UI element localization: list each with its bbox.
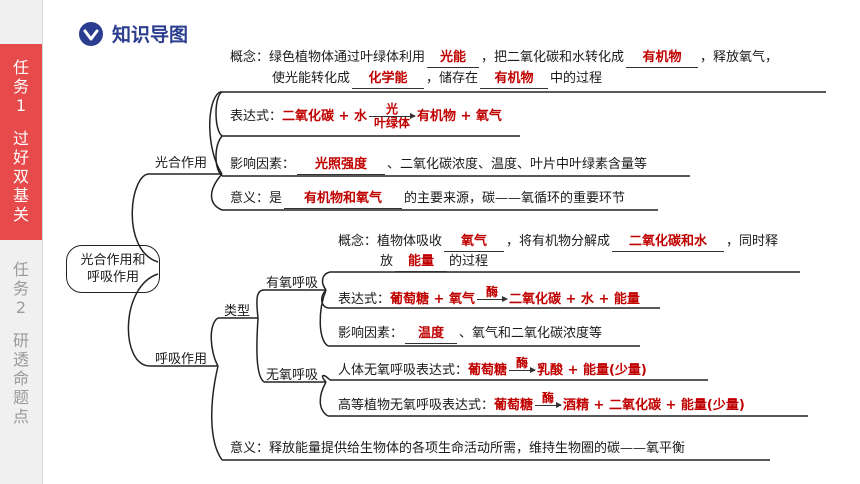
answer-organic-matter-and-oxygen: 有机物和氧气 (284, 190, 403, 209)
photo-concept-text-5: ，储存在 (426, 71, 479, 86)
tab-task1-number: 任 务 1 (12, 58, 29, 115)
photo-meaning-label: 意义：是 (230, 191, 283, 206)
human-anaerobic-label: 人体无氧呼吸表达式： (338, 362, 469, 378)
plant-anaerobic-reactant: 葡萄糖 (494, 397, 534, 413)
aerobic-expression-label: 表达式： (338, 291, 391, 307)
plant-anaerobic-products: 酒精 + 二氧化碳 + 能量(少量) (563, 397, 745, 413)
arrow-right-icon (509, 367, 537, 373)
answer-co2-and-water: 二氧化碳和水 (612, 233, 725, 252)
aerobic-factors: 影响因素：温度、氧气和二氧化碳浓度等 (338, 325, 602, 344)
aerobic-arrow-condition-enzyme: 酶 (485, 285, 498, 299)
tab-task2-number: 任 务 2 (12, 260, 29, 317)
aerobic-expression-reactants: 葡萄糖 + 氧气 (390, 291, 475, 307)
aerobic-respiration-label: 有氧呼吸 (266, 276, 319, 291)
photo-expression-products: 有机物 + 氧气 (416, 108, 502, 124)
photo-concept-line2: 使光能转化成化学能，储存在有机物中的过程 (272, 70, 602, 89)
photo-concept-text-4: 使光能转化成 (272, 71, 351, 86)
aerobic-concept-text-2: ，将有机物分解成 (506, 234, 611, 249)
human-anaerobic-products: 乳酸 + 能量(少量) (537, 362, 647, 378)
branch-respiration-label: 呼吸作用 (155, 352, 208, 367)
photo-concept-text-1: 概念：绿色植物体通过叶绿体利用 (230, 50, 426, 65)
arrow-right-icon (476, 296, 508, 302)
anaerobic-respiration-label: 无氧呼吸 (266, 368, 319, 383)
answer-oxygen: 氧气 (444, 233, 505, 252)
photo-expression-label: 表达式： (230, 108, 283, 124)
aerobic-concept-text-4: 放 (380, 254, 394, 269)
photo-factors-rest: 、二氧化碳浓度、温度、叶片中叶绿素含量等 (387, 157, 648, 172)
plant-anaerobic-expression: 高等植物无氧呼吸表达式： 葡萄糖 酶 ​ 酒精 + 二氧化碳 + 能量(少量) (338, 392, 745, 419)
tab-task2-label: 研 透 命 题 点 (12, 331, 29, 426)
photo-arrow-condition-light: 光 (385, 102, 398, 116)
photo-expression-reactants: 二氧化碳 + 水 (282, 108, 367, 124)
section-header: 知识导图 (78, 20, 188, 47)
respiration-meaning: 意义：释放能量提供给生物体的各项生命活动所需，维持生物圈的碳——氧平衡 (230, 441, 686, 456)
human-anaerobic-arrow: 酶 ​ (509, 356, 537, 384)
answer-organic-matter-2: 有机物 (480, 70, 549, 89)
plant-anaerobic-arrow: 酶 ​ (535, 391, 563, 419)
plant-anaerobic-label: 高等植物无氧呼吸表达式： (338, 397, 495, 413)
answer-chemical-energy: 化学能 (352, 70, 425, 89)
aerobic-expression: 表达式： 葡萄糖 + 氧气 酶 ​ 二氧化碳 + 水 + 能量 (338, 286, 640, 313)
photo-expression: 表达式： 二氧化碳 + 水 光 叶绿体 有机物 + 氧气 (230, 103, 502, 130)
answer-energy: 能量 (395, 253, 448, 272)
human-anaerobic-expression: 人体无氧呼吸表达式： 葡萄糖 酶 ​ 乳酸 + 能量(少量) (338, 357, 647, 384)
photo-concept-text-6: 中的过程 (550, 71, 603, 86)
answer-temperature: 温度 (405, 325, 458, 344)
aerobic-factors-label: 影响因素： (338, 326, 404, 341)
root-node: 光合作用和 呼吸作用 (66, 245, 160, 293)
answer-organic-matter: 有机物 (626, 49, 699, 68)
aerobic-concept-line2: 放能量的过程 (380, 253, 488, 272)
aerobic-concept-text-5: 的过程 (449, 254, 489, 269)
answer-light-energy: 光能 (427, 49, 480, 68)
tab-task1[interactable]: 任 务 1 过 好 双 基 关 (0, 44, 42, 240)
aerobic-factors-rest: 、氧气和二氧化碳浓度等 (459, 326, 603, 341)
photo-concept-text-3: ，释放氧气， (700, 50, 779, 65)
photo-concept-line1: 概念：绿色植物体通过叶绿体利用光能，把二氧化碳和水转化成有机物，释放氧气， (230, 49, 778, 68)
sidebar: 任 务 1 过 好 双 基 关 任 务 2 研 透 命 题 点 (0, 0, 43, 484)
photo-reaction-arrow: 光 叶绿体 (368, 102, 416, 130)
branch-photosynthesis-label: 光合作用 (155, 156, 208, 171)
photo-arrow-condition-chloroplast: 叶绿体 (373, 116, 410, 130)
tab-task1-label: 过 好 双 基 关 (12, 129, 29, 224)
photo-concept-text-2: ，把二氧化碳和水转化成 (481, 50, 625, 65)
respiration-types-label: 类型 (224, 304, 251, 319)
human-anaerobic-condition-enzyme: 酶 (516, 356, 529, 370)
tab-task2[interactable]: 任 务 2 研 透 命 题 点 (0, 250, 42, 440)
root-node-line2: 呼吸作用 (86, 270, 139, 285)
human-anaerobic-reactant: 葡萄糖 (468, 362, 508, 378)
plant-anaerobic-condition-enzyme: 酶 (542, 391, 555, 405)
photo-meaning-rest: 的主要来源，碳——氧循环的重要环节 (404, 191, 626, 206)
root-node-line1: 光合作用和 (80, 253, 146, 268)
arrow-right-icon (535, 402, 563, 408)
answer-light-intensity: 光照强度 (297, 156, 386, 175)
photo-factors: 影响因素：光照强度、二氧化碳浓度、温度、叶片中叶绿素含量等 (230, 156, 647, 175)
chevron-down-circle-icon (79, 21, 103, 46)
aerobic-reaction-arrow: 酶 ​ (476, 285, 508, 313)
aerobic-expression-products: 二氧化碳 + 水 + 能量 (508, 291, 640, 307)
arrow-right-icon (368, 113, 416, 119)
photo-meaning: 意义：是有机物和氧气的主要来源，碳——氧循环的重要环节 (230, 190, 625, 209)
page-title: 知识导图 (112, 24, 189, 46)
aerobic-concept-text-3: ，同时释 (726, 234, 779, 249)
aerobic-concept-text-1: 概念：植物体吸收 (338, 234, 443, 249)
photo-factors-label: 影响因素： (230, 157, 296, 172)
aerobic-concept-line1: 概念：植物体吸收氧气，将有机物分解成二氧化碳和水，同时释 (338, 233, 778, 252)
